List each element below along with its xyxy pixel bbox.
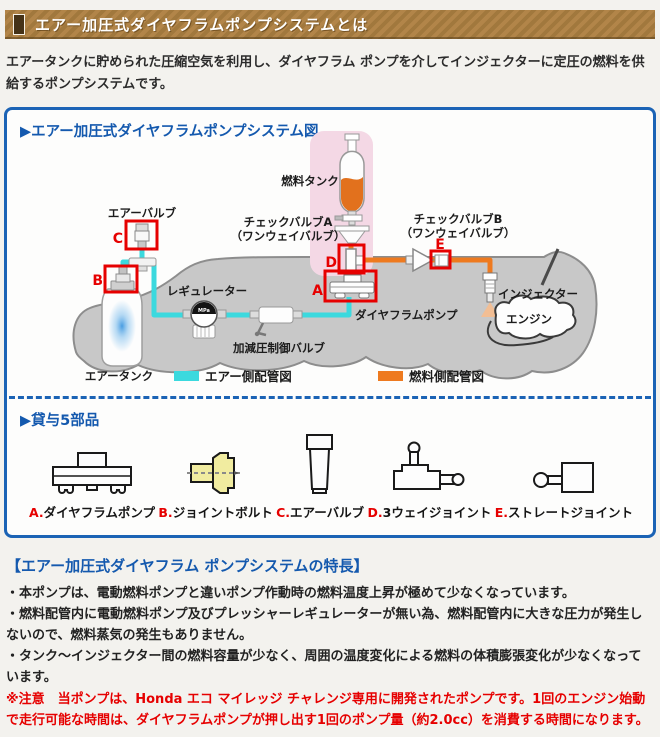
diaphragm-pump-part-icon	[52, 452, 133, 495]
pressure-control-valve	[249, 306, 303, 337]
parts-section-title: ▶貸与5部品	[20, 413, 100, 430]
check-valve-a-label-1: チェックバルブA	[244, 215, 333, 229]
control-valve-label: 加減圧制御バルブ	[232, 341, 325, 355]
joint-bolt-part-icon	[186, 452, 243, 495]
marker-letter-e: E	[435, 237, 445, 253]
part-label: E.ストレートジョイント	[495, 502, 633, 521]
part-label: A.ダイヤフラムポンプ	[29, 502, 155, 521]
injector-label: インジェクター	[498, 287, 578, 301]
diagram-section: ▶エアー加圧式ダイヤフラムポンプシステム図	[7, 110, 653, 396]
air-tank-label: エアータンク	[85, 369, 153, 383]
diagram-legend: エアー側配管図 燃料側配管図	[174, 369, 484, 384]
marker-letters: C B D A E	[92, 231, 444, 299]
air-valve	[134, 223, 150, 249]
air-tank	[101, 266, 143, 367]
header-accent-block	[13, 14, 25, 35]
caution-note: ※注意 当ポンプは、Honda エコ マイレッジ チャレンジ専用に開発されたポン…	[6, 692, 649, 729]
legend-fuel-swatch	[378, 371, 403, 382]
part-name: エアーバルブ	[290, 505, 365, 521]
part-label: C.エアーバルブ	[276, 502, 364, 521]
page-header: エアー加圧式ダイヤフラムポンプシステムとは	[5, 10, 655, 39]
part-letter: D.	[367, 505, 383, 521]
part-name: ダイヤフラムポンプ	[43, 505, 156, 521]
three-way-joint-part-icon	[393, 441, 465, 491]
regulator: MPa	[182, 300, 227, 339]
engine	[486, 294, 577, 347]
marker-letter-b: B	[92, 273, 103, 289]
feature-bullet-1: ・本ポンプは、電動燃料ポンプと違いポンプ作動時の燃料温度上昇が極めて少なくなって…	[6, 586, 575, 602]
diaphragm-pump-label: ダイヤフラムポンプ	[355, 308, 458, 322]
system-panel: ▶エアー加圧式ダイヤフラムポンプシステム図	[4, 107, 656, 539]
part-name: ストレートジョイント	[507, 505, 633, 521]
feature-bullet-3: ・タンク～インジェクター間の燃料容量が少なく、周囲の温度変化による燃料の体積膨張…	[6, 649, 642, 686]
check-valve-a	[334, 225, 370, 244]
marker-boxes	[103, 219, 452, 303]
system-diagram: MPa	[72, 131, 598, 384]
parts-section: ▶貸与5部品 A.ダイヤフラムポンプ	[7, 399, 653, 535]
part-name: 3ウェイジョイント	[382, 505, 492, 521]
air-valve-label: エアーバルブ	[108, 206, 177, 220]
marker-letter-c: C	[113, 231, 123, 247]
diaphragm-pump	[329, 274, 375, 299]
marker-box-a	[323, 269, 378, 303]
check-valve-b	[405, 247, 435, 273]
part-letter: E.	[494, 505, 508, 521]
fuel-tank	[334, 133, 365, 226]
part-item-straight-joint: E.ストレートジョイント	[495, 459, 633, 521]
marker-box-e	[429, 249, 452, 270]
part-item-air-valve: C.エアーバルブ	[276, 433, 364, 521]
check-valve-a-label-2: （ワンウェイバルブ）	[231, 229, 346, 243]
diagram-section-title: ▶エアー加圧式ダイヤフラムポンプシステム図	[20, 124, 319, 141]
straight-joint-fitting	[434, 254, 449, 267]
intro-text: エアータンクに貯められた圧縮空気を利用し、ダイヤフラム ポンプを介してインジェク…	[6, 55, 645, 93]
features-title: 【エアー加圧式ダイヤフラム ポンプシステムの特長】	[6, 557, 369, 576]
check-valve-b-label-1: チェックバルブB	[414, 212, 503, 226]
legend-air-swatch	[174, 371, 199, 382]
marker-letter-a: A	[312, 283, 323, 299]
legend-air-label: エアー側配管図	[205, 369, 292, 384]
part-label: D.3ウェイジョイント	[368, 502, 492, 521]
section-divider	[9, 396, 651, 400]
legend-fuel-label: 燃料側配管図	[409, 369, 484, 384]
parts-row: A.ダイヤフラムポンプ B.ジョイントボルト	[7, 399, 653, 521]
page-title: エアー加圧式ダイヤフラムポンプシステムとは	[35, 16, 369, 34]
tee-fitting	[128, 257, 157, 272]
engine-label: エンジン	[506, 312, 552, 326]
marker-box-c	[124, 219, 159, 251]
fuel-tank-label: 燃料タンク	[280, 174, 339, 188]
gauge-unit-label: MPa	[198, 308, 210, 314]
part-label: B.ジョイントボルト	[158, 502, 272, 521]
straight-joint-part-icon	[532, 462, 594, 494]
feature-bullet-2: ・燃料配管内に電動燃料ポンプ及びプレッシャーレギュレーターが無い為、燃料配管内に…	[6, 607, 643, 644]
part-item-three-way-joint: D.3ウェイジョイント	[368, 441, 492, 521]
part-letter: A.	[29, 505, 44, 521]
regulator-label: レギュレーター	[167, 284, 247, 298]
part-item-joint-bolt: B.ジョイントボルト	[158, 451, 273, 521]
air-valve-part-icon	[306, 434, 334, 495]
part-item-diaphragm-pump: A.ダイヤフラムポンプ	[29, 451, 155, 521]
part-letter: C.	[276, 505, 290, 521]
marker-letter-d: D	[325, 255, 337, 271]
body-accent-line	[540, 248, 560, 286]
marker-box-d	[337, 243, 366, 275]
part-name: ジョイントボルト	[172, 505, 273, 521]
part-letter: B.	[158, 505, 173, 521]
marker-box-b	[103, 264, 139, 294]
diagram-labels: 燃料タンク エアーバルブ チェックバルブA （ワンウェイバルブ） チェックバルブ…	[85, 174, 578, 383]
features-section: 【エアー加圧式ダイヤフラム ポンプシステムの特長】 ・本ポンプは、電動燃料ポンプ…	[6, 555, 654, 731]
check-valve-b-label-2: （ワンウェイバルブ）	[401, 226, 516, 240]
